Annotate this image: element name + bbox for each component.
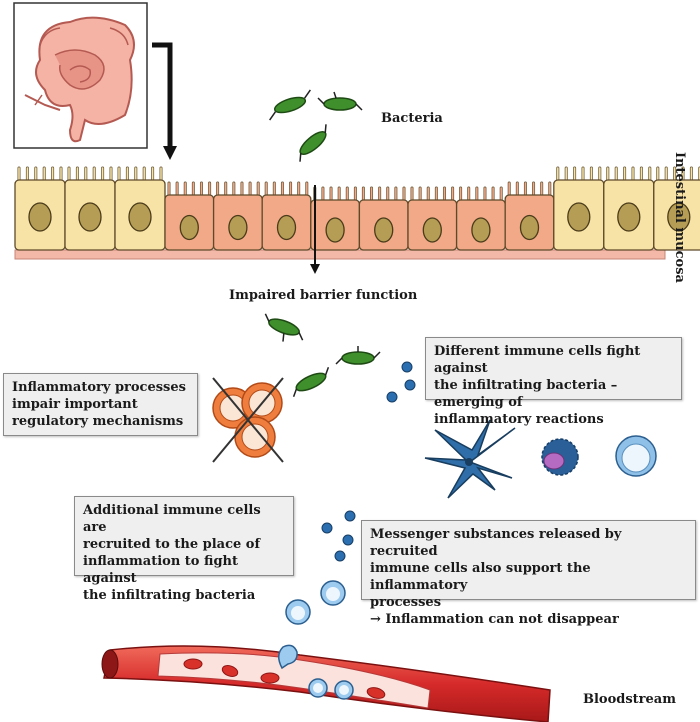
inflamed-epithelial-cell xyxy=(261,181,312,251)
recruited-cell xyxy=(320,580,346,606)
inflamed-epithelial-cell xyxy=(164,181,215,251)
mast-cell xyxy=(541,438,579,476)
inflammatory-processes-box: Inflammatory processes impair important … xyxy=(3,373,198,436)
blood-vessel xyxy=(101,644,551,722)
inflamed-epithelial-cell xyxy=(407,186,458,251)
zoom-arrow xyxy=(152,42,173,150)
bacteria-label: Bacteria xyxy=(381,111,443,126)
messenger-dot xyxy=(334,550,346,562)
bacterium xyxy=(264,313,304,342)
intestine-illustration xyxy=(13,2,148,149)
messenger-box: Messenger substances released by recruit… xyxy=(361,520,696,627)
bloodstream-label: Bloodstream xyxy=(583,692,676,707)
dendritic-cell xyxy=(424,419,516,499)
mucosa-basement-layer xyxy=(14,249,666,260)
messenger-dot xyxy=(344,510,356,522)
healthy-epithelial-cell xyxy=(603,166,655,251)
messenger-dot xyxy=(386,391,398,403)
impaired-barrier-label: Impaired barrier function xyxy=(229,288,418,303)
bacterium xyxy=(335,346,381,365)
epithelial-cell-row xyxy=(14,166,700,251)
inflamed-epithelial-cell xyxy=(310,186,361,251)
bacterium xyxy=(317,91,363,111)
barrier-arrowhead xyxy=(310,264,320,274)
inflamed-epithelial-cell xyxy=(504,181,555,251)
healthy-epithelial-cell xyxy=(14,166,66,251)
inflamed-epithelial-cell xyxy=(358,186,409,251)
recruited-cell xyxy=(285,599,311,625)
additional-cells-box: Additional immune cells are recruited to… xyxy=(74,496,294,603)
bacterium xyxy=(292,367,330,397)
healthy-epithelial-cell xyxy=(114,166,166,251)
healthy-epithelial-cell xyxy=(653,166,700,251)
lymphocyte xyxy=(615,435,657,477)
inflamed-epithelial-cell xyxy=(212,181,263,251)
healthy-epithelial-cell xyxy=(64,166,116,251)
messenger-dot xyxy=(342,534,354,546)
inflamed-epithelial-cell xyxy=(455,186,506,251)
zoom-arrowhead xyxy=(163,146,177,160)
regulatory-cells-crossed xyxy=(212,377,284,463)
messenger-dot xyxy=(321,522,333,534)
bacterium xyxy=(269,89,311,121)
immune-fight-box: Different immune cells fight against the… xyxy=(425,337,682,427)
intestinal-mucosa-label: Intestinal mucosa xyxy=(672,152,687,283)
messenger-dot xyxy=(401,361,413,373)
healthy-epithelial-cell xyxy=(553,166,605,251)
bacterium xyxy=(299,124,327,162)
messenger-dot xyxy=(404,379,416,391)
